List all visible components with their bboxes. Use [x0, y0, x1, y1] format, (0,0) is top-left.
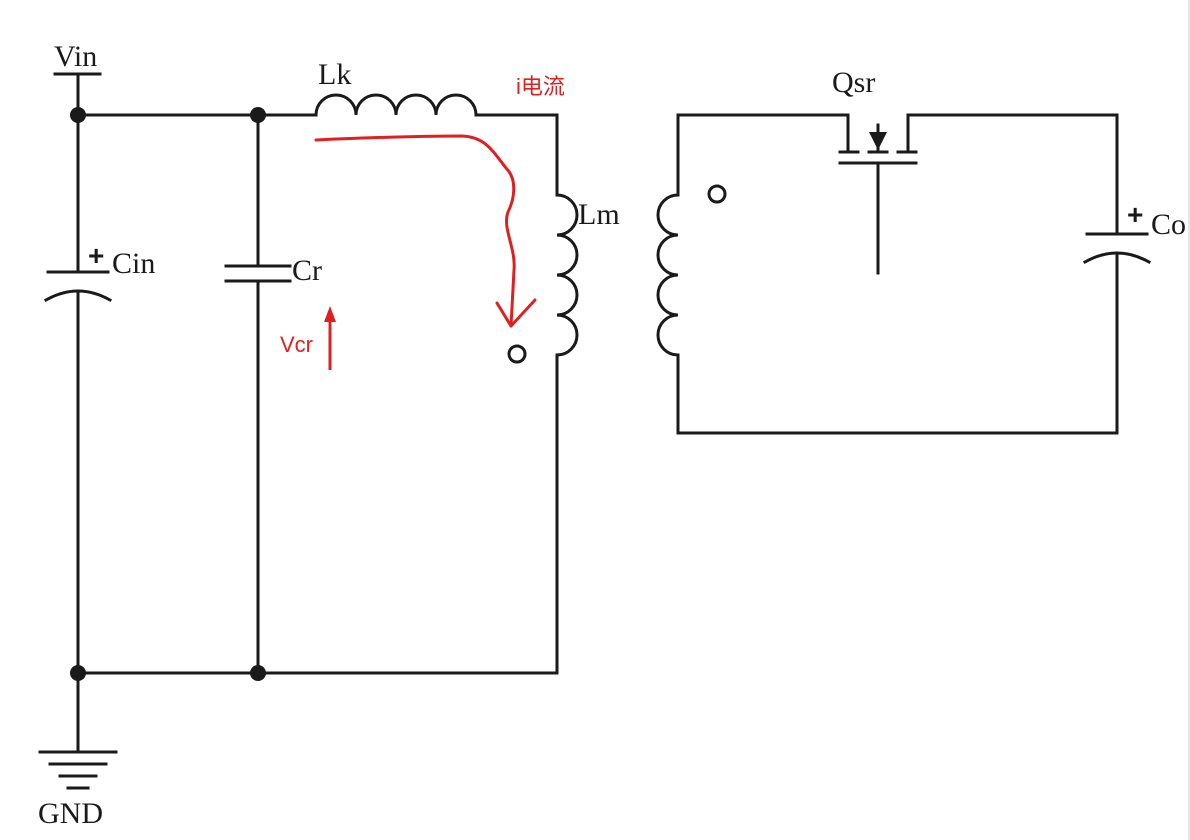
secondary-polarity-dot	[707, 184, 727, 204]
co-plate-curved	[1082, 251, 1152, 265]
current-flow-arrowhead	[495, 298, 537, 328]
vcr-arrowhead	[324, 306, 336, 322]
junction-dot-vin	[70, 107, 86, 123]
secondary-coil	[656, 193, 680, 357]
qsr-body-arrow	[869, 132, 887, 150]
lk-label: Lk	[318, 58, 352, 91]
gnd-label: GND	[38, 797, 103, 830]
qsr-label: Qsr	[832, 66, 876, 99]
vin-label: Vin	[54, 40, 98, 73]
co-polarity-plus: +	[1127, 199, 1144, 230]
junction-dot-cr-top	[250, 107, 266, 123]
current-flow-arrow	[314, 134, 516, 328]
vcr-annotation: Vcr	[280, 332, 313, 357]
cin-label: Cin	[112, 247, 156, 280]
right-edge-border	[1188, 0, 1190, 840]
cr-label: Cr	[292, 254, 322, 287]
lm-label: Lm	[578, 198, 620, 231]
junction-dot-cr-bottom	[250, 665, 266, 681]
junction-dot-gnd	[70, 665, 86, 681]
cin-polarity-plus: +	[88, 240, 105, 271]
cin-plate-curved	[43, 289, 113, 303]
lk-coil	[314, 93, 478, 117]
lm-polarity-dot	[507, 344, 527, 364]
lm-coil	[555, 193, 579, 357]
co-label: Co	[1151, 208, 1187, 241]
current-annotation: i电流	[516, 74, 565, 99]
